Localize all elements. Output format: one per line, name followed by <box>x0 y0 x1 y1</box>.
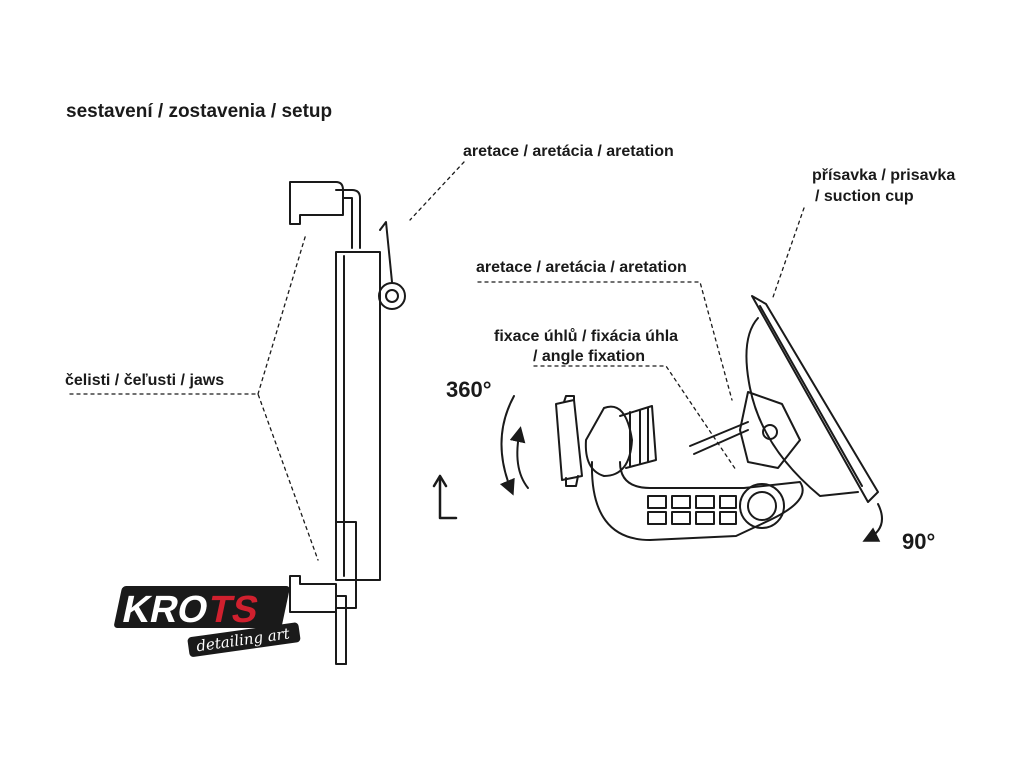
holder-side-view <box>289 181 406 665</box>
label-aretation-mid: aretace / aretácia / aretation <box>476 259 687 276</box>
aretation-lever <box>739 391 801 469</box>
svg-text:TS: TS <box>205 588 263 631</box>
rotation-360-arrow <box>499 395 515 496</box>
l-mark <box>438 476 458 520</box>
angle-knob <box>739 483 785 529</box>
label-jaws: čelisti / čeľusti / jaws <box>65 372 225 389</box>
leader-lines <box>69 161 805 561</box>
ball-joint <box>584 405 633 477</box>
suction-cup <box>751 295 879 503</box>
diagram-title: sestavení / zostavenia / setup <box>66 101 333 122</box>
suction-mount <box>555 295 879 541</box>
label-rotation-360: 360° <box>446 377 492 402</box>
mounting-plate <box>555 399 583 481</box>
rotation-90-arrow <box>862 503 883 542</box>
label-aretation-top: aretace / aretácia / aretation <box>463 143 674 160</box>
krots-logo: KRO TS detailing art <box>114 586 301 657</box>
svg-text:KRO: KRO <box>119 588 212 631</box>
label-suction-cup-line1: přísavka / prisavka <box>812 167 956 184</box>
label-rotation-90: 90° <box>902 529 936 554</box>
label-angle-fixation-line2: / angle fixation <box>533 348 646 365</box>
label-suction-cup-line2: / suction cup <box>815 188 914 205</box>
top-jaw <box>289 181 344 225</box>
holder-plate <box>335 251 381 581</box>
bottom-jaw <box>289 575 337 613</box>
aretation-latch <box>379 221 393 283</box>
latch-pivot <box>378 282 406 310</box>
label-angle-fixation-line1: fixace úhlů / fixácia úhla <box>494 328 679 345</box>
arm <box>590 461 804 541</box>
